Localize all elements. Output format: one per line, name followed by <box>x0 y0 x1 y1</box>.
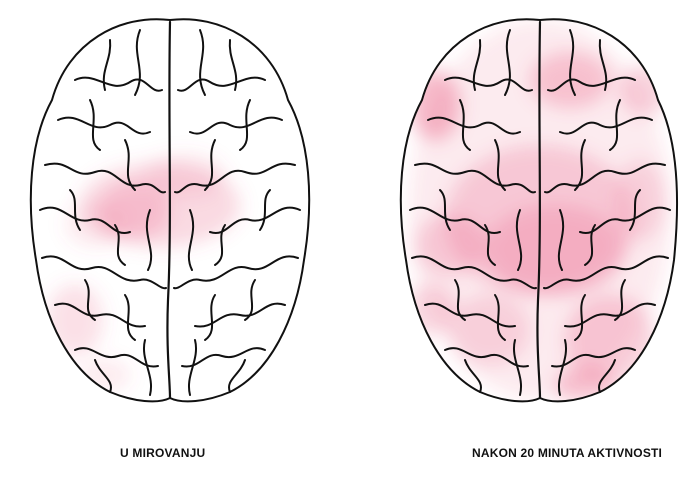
brain-after-activity-panel: NAKON 20 MINUTA AKTIVNOSTI <box>340 0 680 480</box>
brain-at-rest-panel: U MIROVANJU <box>0 0 340 480</box>
brain-at-rest-illustration <box>0 0 340 440</box>
brain-after-activity-illustration <box>340 0 680 440</box>
caption-at-rest: U MIROVANJU <box>120 446 205 460</box>
caption-after-activity: NAKON 20 MINUTA AKTIVNOSTI <box>472 446 672 460</box>
